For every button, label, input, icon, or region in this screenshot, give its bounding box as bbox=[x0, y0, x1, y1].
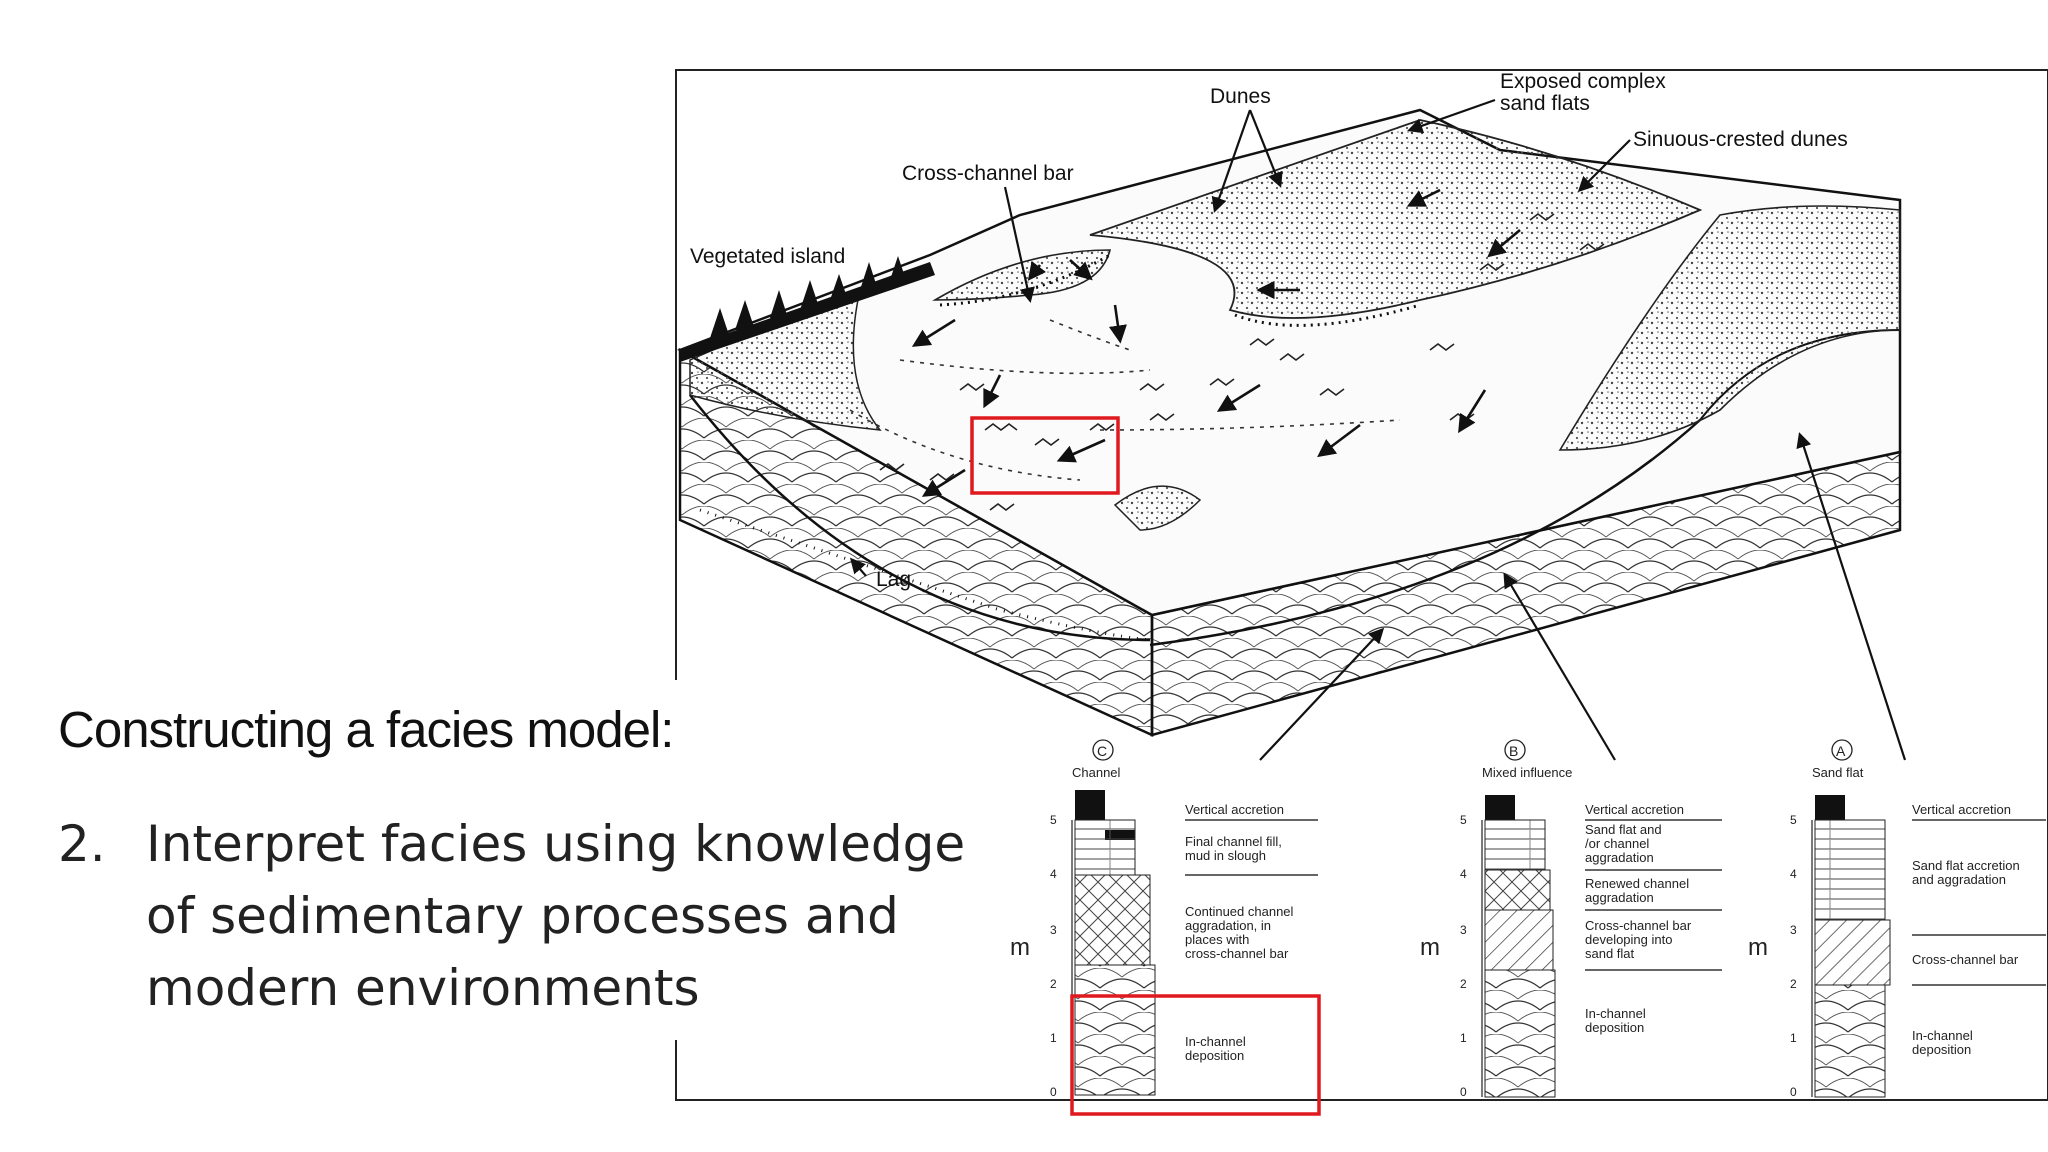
svg-text:0: 0 bbox=[1460, 1085, 1467, 1099]
svg-text:cross-channel bar: cross-channel bar bbox=[1185, 946, 1289, 961]
svg-text:4: 4 bbox=[1460, 867, 1467, 881]
column-b-letter: B bbox=[1509, 743, 1518, 759]
column-a-unit: m bbox=[1748, 934, 1768, 961]
svg-text:In-channel: In-channel bbox=[1185, 1034, 1246, 1049]
column-c: C Channel m 0 1 2 3 4 5 Vertical accreti… bbox=[1010, 739, 1318, 1099]
svg-text:deposition: deposition bbox=[1585, 1020, 1644, 1035]
svg-text:1: 1 bbox=[1460, 1031, 1467, 1045]
dune-field bbox=[1089, 119, 1703, 319]
svg-text:2: 2 bbox=[1050, 977, 1057, 991]
svg-text:Final channel fill,: Final channel fill, bbox=[1185, 834, 1282, 849]
svg-text:2: 2 bbox=[1790, 977, 1797, 991]
svg-text:1: 1 bbox=[1790, 1031, 1797, 1045]
figure-frame bbox=[675, 69, 2048, 1101]
svg-text:0: 0 bbox=[1790, 1085, 1797, 1099]
svg-text:Vertical accretion: Vertical accretion bbox=[1585, 802, 1684, 817]
column-b-title: Mixed influence bbox=[1482, 765, 1572, 780]
column-a-title: Sand flat bbox=[1812, 765, 1864, 780]
svg-text:developing into: developing into bbox=[1585, 932, 1672, 947]
label-exposed-2: sand flats bbox=[1500, 92, 1590, 115]
slide-heading: Constructing a facies model: bbox=[58, 701, 674, 758]
svg-text:Renewed channel: Renewed channel bbox=[1585, 876, 1689, 891]
svg-text:Vertical accretion: Vertical accretion bbox=[1185, 802, 1284, 817]
svg-text:mud in slough: mud in slough bbox=[1185, 848, 1266, 863]
label-lag: Lag bbox=[876, 568, 911, 591]
svg-text:Vertical accretion: Vertical accretion bbox=[1912, 802, 2011, 817]
svg-text:Continued channel: Continued channel bbox=[1185, 904, 1294, 919]
stratigraphic-columns: C Channel m 0 1 2 3 4 5 Vertical accreti… bbox=[1010, 739, 2046, 1099]
lag-layer bbox=[699, 508, 1151, 642]
svg-text:0: 0 bbox=[1050, 1085, 1057, 1099]
svg-text:aggradation: aggradation bbox=[1585, 890, 1654, 905]
column-b-unit: m bbox=[1420, 934, 1440, 961]
list-item-text: Interpret facies using knowledge of sedi… bbox=[146, 815, 966, 1017]
label-cross-channel-bar: Cross-channel bar bbox=[902, 162, 1074, 185]
label-sinuous-dunes: Sinuous-crested dunes bbox=[1633, 128, 1848, 151]
svg-text:aggradation, in: aggradation, in bbox=[1185, 918, 1271, 933]
svg-text:3: 3 bbox=[1050, 923, 1057, 937]
svg-text:4: 4 bbox=[1050, 867, 1057, 881]
svg-text:Cross-channel bar: Cross-channel bar bbox=[1585, 918, 1692, 933]
list-item-number: 2. bbox=[58, 815, 106, 873]
svg-text:In-channel: In-channel bbox=[1912, 1028, 1973, 1043]
svg-text:5: 5 bbox=[1050, 813, 1057, 827]
svg-text:and aggradation: and aggradation bbox=[1912, 872, 2006, 887]
column-a-letter: A bbox=[1836, 743, 1846, 759]
svg-text:aggradation: aggradation bbox=[1585, 850, 1654, 865]
svg-text:3: 3 bbox=[1790, 923, 1797, 937]
highlight-box-in-channel bbox=[1070, 994, 1321, 1116]
svg-text:/or channel: /or channel bbox=[1585, 836, 1649, 851]
svg-text:5: 5 bbox=[1790, 813, 1797, 827]
trees bbox=[710, 256, 906, 338]
svg-text:1: 1 bbox=[1050, 1031, 1057, 1045]
column-b: B Mixed influence m 0 1 2 3 4 5 Vertical bbox=[1420, 739, 1722, 1099]
svg-text:In-channel: In-channel bbox=[1585, 1006, 1646, 1021]
svg-text:Sand flat accretion: Sand flat accretion bbox=[1912, 858, 2020, 873]
highlight-box-ripples bbox=[970, 416, 1120, 495]
svg-text:4: 4 bbox=[1790, 867, 1797, 881]
svg-text:Cross-channel bar: Cross-channel bar bbox=[1912, 952, 2019, 967]
column-c-title: Channel bbox=[1072, 765, 1121, 780]
svg-text:5: 5 bbox=[1460, 813, 1467, 827]
label-dunes: Dunes bbox=[1210, 85, 1271, 108]
column-c-unit: m bbox=[1010, 934, 1030, 961]
column-c-letter: C bbox=[1097, 743, 1107, 759]
svg-text:deposition: deposition bbox=[1912, 1042, 1971, 1057]
svg-text:Sand flat and: Sand flat and bbox=[1585, 822, 1662, 837]
svg-text:places with: places with bbox=[1185, 932, 1249, 947]
svg-text:deposition: deposition bbox=[1185, 1048, 1244, 1063]
svg-text:3: 3 bbox=[1460, 923, 1467, 937]
label-exposed-1: Exposed complex bbox=[1500, 70, 1666, 93]
svg-text:sand flat: sand flat bbox=[1585, 946, 1635, 961]
right-sand-flat bbox=[1558, 205, 1901, 451]
svg-text:2: 2 bbox=[1460, 977, 1467, 991]
column-a: A Sand flat m 0 1 2 3 4 5 Vertical accre… bbox=[1748, 739, 2046, 1099]
label-vegetated-island: Vegetated island bbox=[690, 245, 845, 268]
block-diagram bbox=[677, 108, 1902, 737]
